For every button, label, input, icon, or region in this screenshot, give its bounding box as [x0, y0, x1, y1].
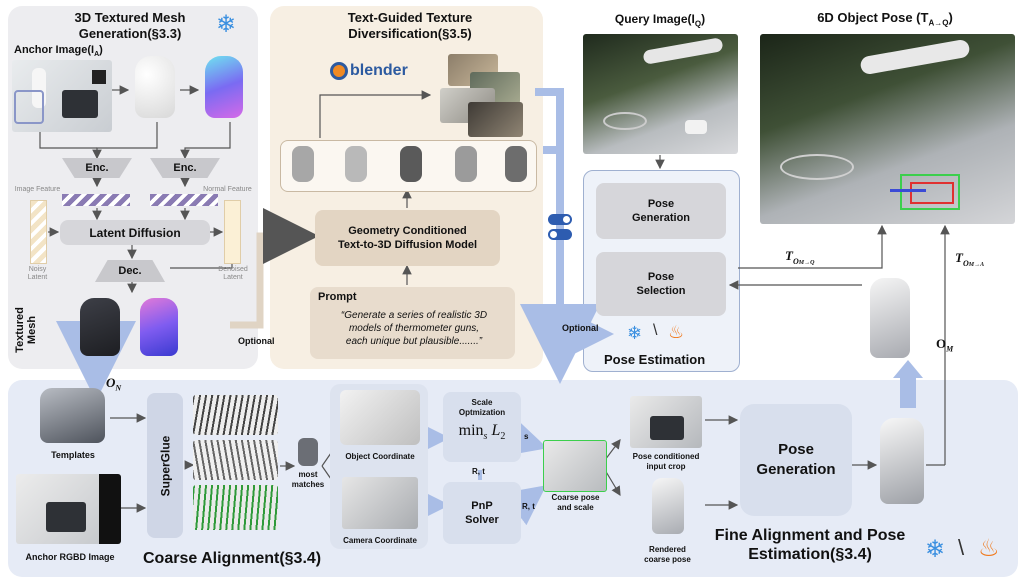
toggle-icon: [548, 214, 572, 225]
blender-icon: [330, 62, 348, 80]
rendered-coarse-gun: [652, 478, 684, 534]
coarse-pose-label-2: and scale: [557, 503, 594, 512]
rt-label-top: R, t: [472, 467, 485, 476]
match-image-2: [193, 440, 278, 480]
match-image-1: [193, 395, 278, 435]
camera-coordinate-label: Camera Coordinate: [343, 536, 417, 545]
object-coordinate-label: Object Coordinate: [345, 452, 415, 461]
mesh-panel-title: 3D Textured Mesh: [74, 10, 186, 25]
anchor-rgbd-label: Anchor RGBD Image: [25, 552, 115, 562]
fire-icon: ♨: [668, 322, 685, 342]
divider-slash: \: [958, 535, 965, 560]
pose-estimation-label: Pose Estimation: [604, 352, 706, 367]
match-image-3: [193, 485, 278, 530]
encoder-2: Enc.: [150, 158, 220, 178]
most-matches-label: most: [298, 470, 318, 479]
coarse-alignment-title: Coarse Alignment(§3.4): [143, 550, 322, 567]
coarse-pose-image: [543, 440, 607, 492]
prompt-title: Prompt: [318, 291, 357, 303]
query-image: [583, 34, 738, 154]
o-n-label: ON: [106, 375, 122, 393]
anchor-rgbd-image: [16, 474, 121, 544]
noisy-latent-label: Noisy: [28, 266, 47, 273]
noisy-latent-bar: [30, 200, 47, 264]
blender-logo: blender: [330, 62, 408, 80]
decoder: Dec.: [95, 260, 165, 282]
query-image-title: Query Image(IQ): [614, 12, 706, 29]
scale-opt-label: Scale: [471, 398, 493, 407]
s-label: s: [524, 432, 529, 441]
rendered-label-2: coarse pose: [644, 555, 691, 564]
image-feature-bar: [62, 194, 130, 206]
denoised-latent-label-2: Latent: [223, 274, 243, 281]
denoised-latent-label: Denoised: [218, 266, 248, 273]
toggle-icon-2: [548, 229, 572, 240]
templates-label: Templates: [51, 450, 95, 460]
rt-label-right: R, t: [522, 502, 535, 511]
coarse-pose-label: Coarse pose: [551, 493, 600, 502]
pose6d-image: [760, 34, 1015, 224]
scale-opt-label-2: Optmization: [458, 408, 506, 417]
object-coordinate-plot: [340, 390, 420, 445]
optional-label-mesh: Optional: [238, 336, 275, 346]
prompt-box: Prompt “Generate a series of realistic 3…: [310, 287, 515, 359]
anchor-image: [12, 60, 112, 132]
divider-slash: \: [653, 322, 658, 339]
texture-panel-title: Text-Guided Texture: [347, 10, 473, 25]
anchor-image-label: Anchor Image(IA): [14, 44, 103, 59]
t-om-q-label: TOM→Q: [785, 248, 815, 266]
snowflake-icon: ❄: [925, 536, 946, 563]
pose-generation-box-top: Pose Generation: [596, 183, 726, 239]
latent-diffusion-box: Latent Diffusion: [60, 220, 210, 245]
normal-feature-bar: [150, 194, 218, 206]
render-stack-4: [468, 102, 523, 137]
final-pose-gun: [880, 418, 924, 504]
noisy-latent-label-2: Latent: [27, 274, 48, 281]
pose-cond-label-2: input crop: [646, 462, 686, 471]
gen-mesh-5: [505, 146, 527, 182]
pose-cond-label: Pose conditioned: [632, 452, 700, 461]
snowflake-icon: ❄: [216, 11, 237, 38]
pose6d-title: 6D Object Pose (TA→Q): [817, 10, 953, 28]
prompt-text: “Generate a series of realistic 3D model…: [340, 310, 488, 347]
om-gun: [870, 278, 910, 358]
mesh-panel-subtitle: Generation(§3.3): [78, 26, 182, 41]
denoised-latent-bar: [224, 200, 241, 264]
t-om-a-label: TOM→A: [955, 250, 985, 268]
o-m-label: OM: [936, 336, 954, 354]
normal-feature-label: Normal Feature: [203, 186, 252, 193]
gen-mesh-4: [455, 146, 477, 182]
camera-coordinate-image: [342, 477, 418, 529]
fire-icon: ♨: [978, 535, 1000, 562]
pose-selection-box: Pose Selection: [596, 252, 726, 316]
min-formula: mins L2: [458, 422, 506, 443]
gen-mesh-3: [400, 146, 422, 182]
texture-panel-subtitle: Diversification(§3.5): [348, 26, 472, 41]
textured-mesh-gun: [80, 298, 120, 356]
rendered-label: Rendered: [649, 545, 686, 554]
gen-mesh-1: [292, 146, 314, 182]
thermometer-gun-white: [135, 56, 175, 118]
optional-label-pose: Optional: [562, 323, 599, 333]
pose-conditioned-crop: [630, 396, 702, 448]
geometry-diffusion-box: Geometry Conditioned Text-to-3D Diffusio…: [315, 210, 500, 266]
superglue-box: SuperGlue: [147, 393, 183, 538]
templates-image: [40, 388, 105, 443]
most-matches-label-2: matches: [291, 480, 325, 489]
mesh-normal-gun: [140, 298, 178, 356]
encoder-1: Enc.: [62, 158, 132, 178]
snowflake-icon: ❄: [627, 323, 643, 343]
gen-mesh-2: [345, 146, 367, 182]
image-feature-label: Image Feature: [14, 186, 61, 193]
most-matches-gun: [298, 438, 318, 466]
thermometer-gun-normals: [205, 56, 243, 118]
